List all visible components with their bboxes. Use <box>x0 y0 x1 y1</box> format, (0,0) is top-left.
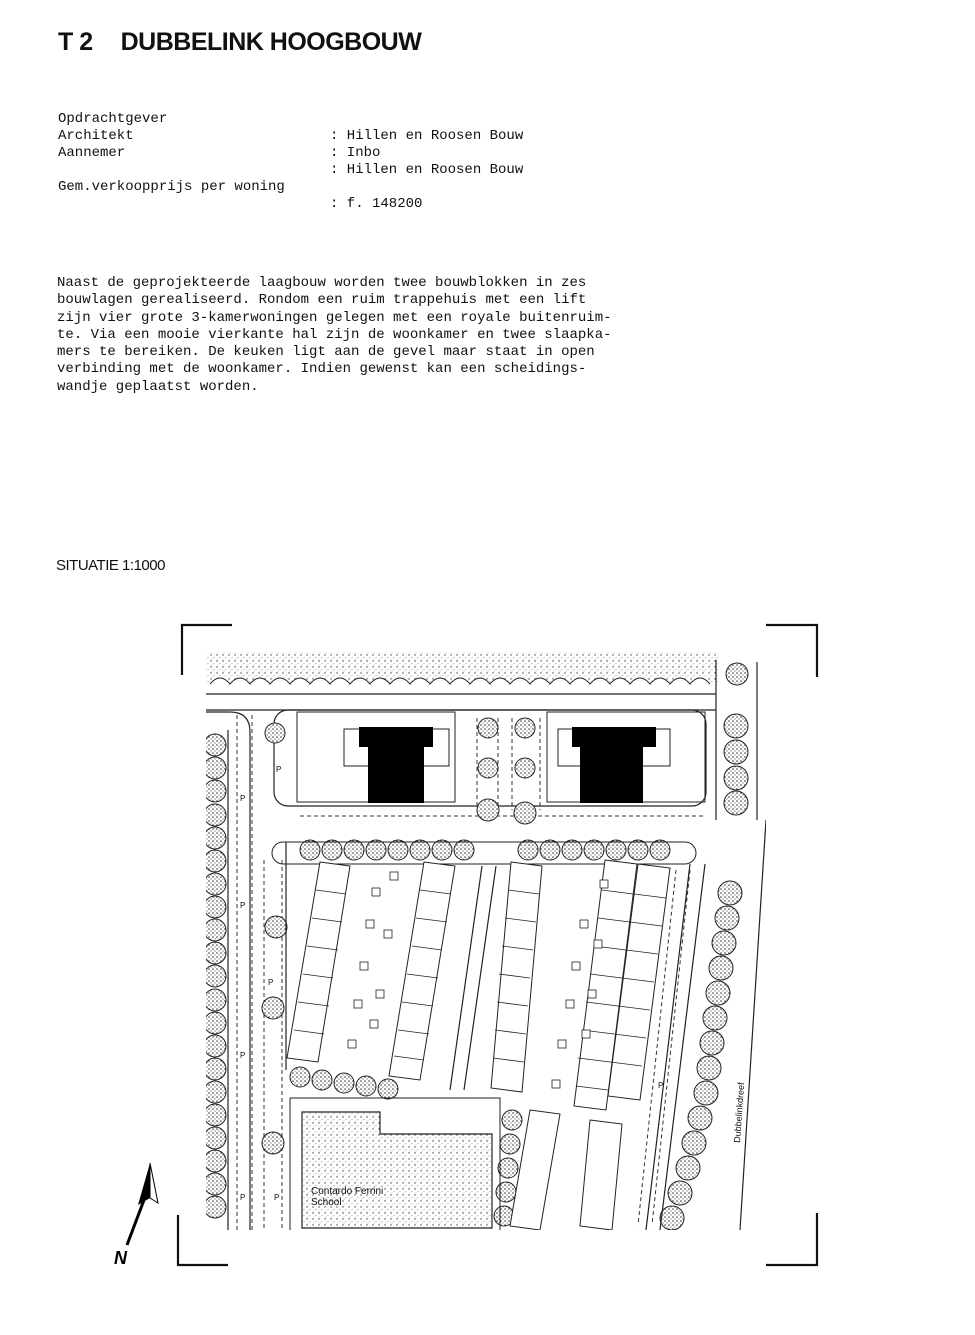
description-line: verbinding met de woonkamer. Indien gewe… <box>57 361 587 378</box>
parking-mark: P <box>240 901 245 910</box>
project-code: T 2 <box>58 28 93 56</box>
description-line: mers te bereiken. De keuken ligt aan de … <box>57 344 595 361</box>
courtyard-trees <box>261 662 749 1155</box>
meta-row-aannemer: Aannemer : Hillen en Roosen Bouw <box>58 128 523 179</box>
page-title: T 2 DUBBELINK HOOGBOUW <box>58 28 422 57</box>
parking-mark: P <box>240 794 245 803</box>
highrise-block-west <box>343 727 450 803</box>
parking-mark: P <box>268 978 273 987</box>
parking-mark: P <box>658 1081 663 1090</box>
description-line: te. Via een mooie vierkante hal zijn de … <box>57 326 612 343</box>
school-label: School <box>311 1197 342 1208</box>
meta-row-opdrachtgever: Opdrachtgever : Hillen en Roosen Bouw <box>58 94 523 145</box>
meta-label: Aannemer <box>58 145 126 161</box>
meta-value: : Hillen en Roosen Bouw <box>330 128 524 144</box>
description-line: wandje geplaatst worden. <box>57 378 259 395</box>
row-houses <box>286 859 671 1111</box>
meta-value: : Inbo <box>330 145 381 161</box>
row-house-dividers <box>293 889 667 1091</box>
map-content <box>206 652 766 1230</box>
parking-mark: P <box>240 1193 245 1202</box>
situatie-label: SITUATIE 1:1000 <box>56 557 165 574</box>
meta-label: Architekt <box>58 128 134 144</box>
meta-label: Opdrachtgever <box>58 111 168 127</box>
meta-row-architekt: Architekt : Inbo <box>58 111 380 162</box>
garden-sheds <box>347 871 609 1089</box>
description-line: Naast de geprojekteerde laagbouw worden … <box>57 275 587 291</box>
parking-mark: P <box>274 1193 279 1202</box>
tree-row-school <box>289 1066 523 1227</box>
tree-row-dubbelinkdreef <box>659 880 743 1230</box>
meta-label: Gem.verkoopprijs per woning <box>58 179 285 195</box>
meta-row-verkoopprijs: Gem.verkoopprijs per woning : f. 148200 <box>58 162 422 213</box>
parking-mark: P <box>240 1051 245 1060</box>
street-label: Dubbelinkdreef <box>732 1082 746 1144</box>
school-grounds <box>301 1111 493 1229</box>
description-line: bouwlagen gerealiseerd. Rondom een ruim … <box>57 292 587 309</box>
tree-row-west <box>206 733 227 1219</box>
description-line: zijn vier grote 3-kamerwoningen gelegen … <box>57 309 612 326</box>
meta-value: : Hillen en Roosen Bouw <box>330 162 524 178</box>
tree-row-east-upper <box>723 713 749 816</box>
north-label: N <box>114 1248 128 1268</box>
meta-value: : f. 148200 <box>330 196 423 212</box>
highrise-block-east <box>557 727 671 803</box>
row-houses-south <box>509 1109 623 1230</box>
school-label: Contardo Ferrini <box>311 1186 383 1197</box>
parking-mark: P <box>276 765 281 774</box>
description: Naast de geprojekteerde laagbouw worden … <box>57 275 657 396</box>
parking-marks: P P P P P P P P <box>240 765 663 1202</box>
hedge-band <box>206 652 718 682</box>
frame-brackets <box>176 623 819 1267</box>
north-arrow-icon <box>125 1162 159 1246</box>
tree-row-middle <box>299 839 671 861</box>
project-title: DUBBELINK HOOGBOUW <box>120 28 422 56</box>
